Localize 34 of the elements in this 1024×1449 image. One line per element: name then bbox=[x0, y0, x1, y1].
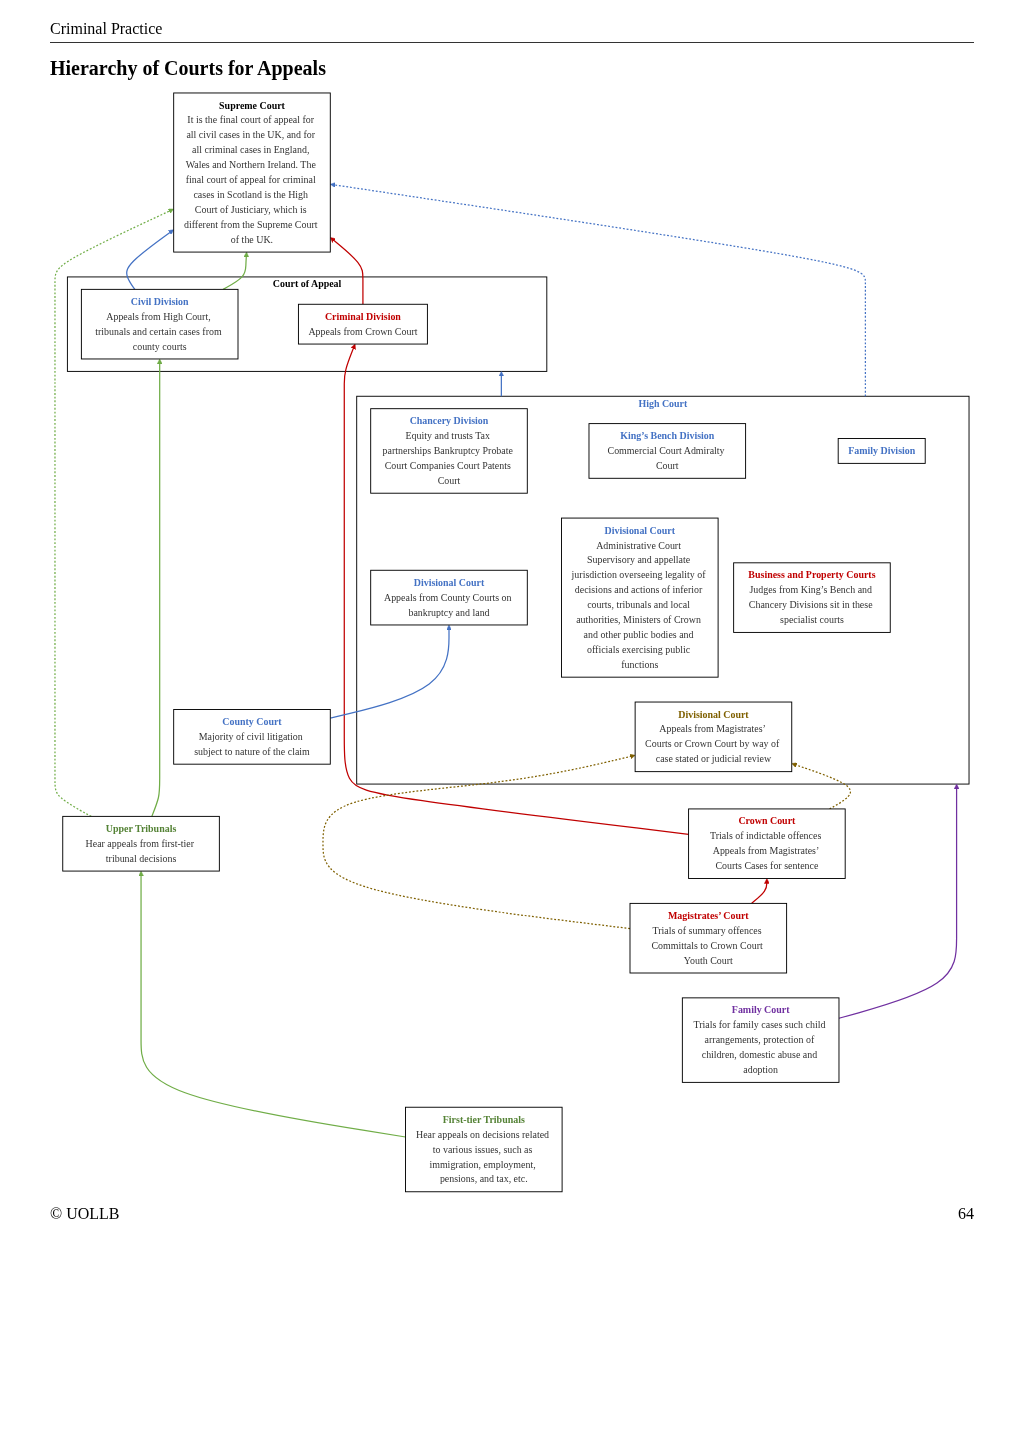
node-box: Business and Property Courts Judges from King’s Bench and Chancery Divisions sit in these specialist courts bbox=[733, 562, 891, 633]
node-box: Divisional Court Administrative Court Supervisory and appellate jurisdiction overseeing legality of decisions and actions of inferior courts, tribunals and local authorities, Ministers of Crown and other public bodies and officials exercising public functions bbox=[561, 517, 719, 678]
node-box: Criminal Division Appeals from Crown Court bbox=[297, 303, 428, 345]
arrow bbox=[329, 624, 452, 719]
arrow bbox=[750, 878, 770, 904]
arrow bbox=[791, 762, 852, 810]
node-box: Magistrates’ Court Trials of summary offences Committals to Crown Court Youth Court bbox=[629, 902, 788, 974]
node-box: King’s Bench Division Commercial Court Admiralty Court bbox=[588, 423, 747, 479]
node-box: Family Court Trials for family cases such child arrangements, protection of children, domestic abuse and adoption bbox=[681, 997, 840, 1083]
node-box: First-tier Tribunals Hear appeals on decisions related to various issues, such as immigration, employment, pensions, and tax, etc. bbox=[405, 1106, 563, 1193]
node-box: Civil Division Appeals from High Court, tribunals and certain cases from county courts bbox=[80, 288, 239, 360]
footer-note: © UOLLB bbox=[50, 1204, 120, 1223]
arrow bbox=[322, 753, 636, 930]
node-box: Family Division bbox=[837, 438, 926, 464]
node-box: County Court Majority of civil litigation subject to nature of the claim bbox=[173, 709, 331, 765]
node-box: Divisional Court Appeals from Magistrates’ Courts or Crown Court by way of case stated or judicial review bbox=[634, 701, 793, 773]
arrow bbox=[138, 870, 407, 1138]
arrow bbox=[498, 371, 505, 397]
arrow bbox=[330, 182, 866, 397]
arrow bbox=[343, 343, 690, 835]
running-header: Criminal Practice bbox=[50, 20, 974, 43]
arrow bbox=[54, 208, 174, 817]
page-number: 64 bbox=[958, 1204, 974, 1223]
arrow bbox=[151, 358, 163, 817]
diagram-title: Hierarchy of Courts for Appeals bbox=[50, 57, 326, 80]
node-box: Crown Court Trials of indictable offences Appeals from Magistrates’ Courts Cases for sentence bbox=[688, 808, 846, 879]
node-box: Divisional Court Appeals from County Courts on bankruptcy and land bbox=[370, 569, 528, 626]
arrow bbox=[126, 229, 174, 290]
node-box: Chancery Division Equity and trusts Tax partnerships Bankruptcy Probate Court Companies Court Patents Court bbox=[370, 408, 528, 494]
arrow bbox=[222, 251, 249, 290]
arrow bbox=[838, 783, 960, 1019]
arrow bbox=[330, 237, 364, 305]
node-box: Upper Tribunals Hear appeals from first-tier tribunal decisions bbox=[62, 815, 220, 872]
node-box: Supreme Court It is the final court of appeal for all civil cases in the UK, and for all criminal cases in England, Wales and Northern Ireland. The final court of appeal for criminal cases in Scotland is the High Court of Justiciary, which is different from the Supreme Court of the UK. bbox=[173, 92, 331, 253]
